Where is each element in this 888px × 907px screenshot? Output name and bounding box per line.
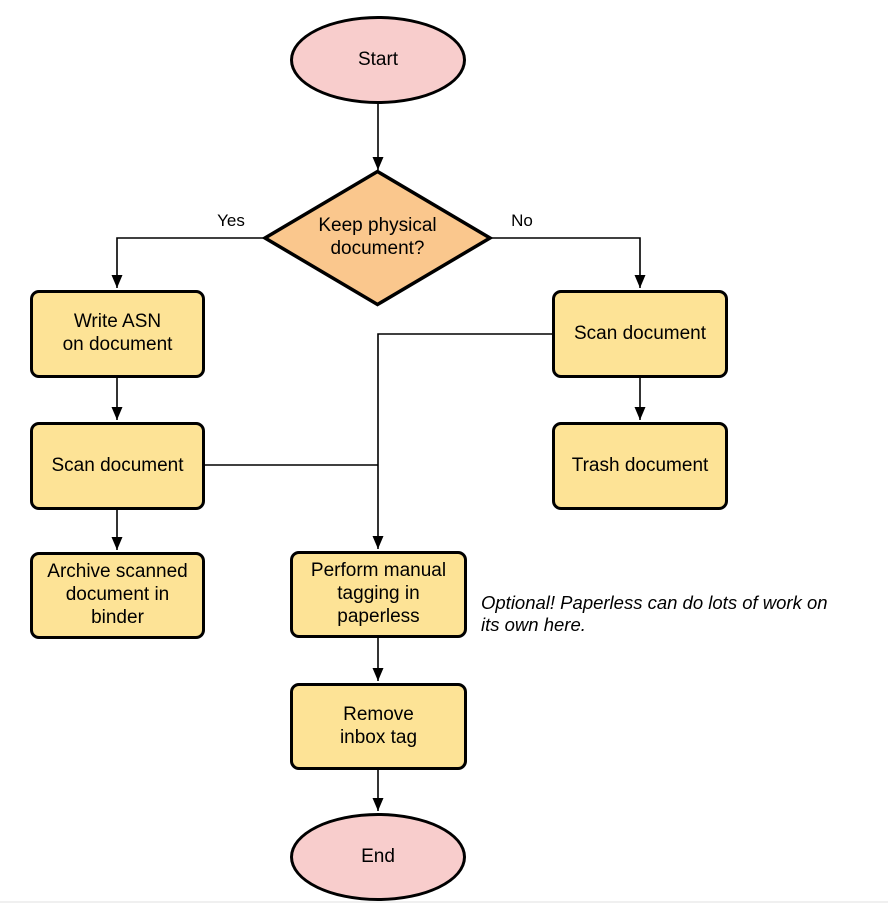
node-scan-document-right: Scan document xyxy=(552,290,728,378)
node-trash-document-label: Trash document xyxy=(571,454,709,476)
node-end: End xyxy=(290,813,466,901)
node-remove-inbox-tag: Remove inbox tag xyxy=(290,683,467,770)
node-scan-document-left-label: Scan document xyxy=(51,454,184,476)
node-decision-label: Keep physical document? xyxy=(318,215,437,259)
node-manual-tagging-label: Perform manual tagging in paperless xyxy=(310,560,447,627)
node-decision: Keep physical document? xyxy=(265,185,490,291)
node-write-asn-label: Write ASN on document xyxy=(62,311,173,355)
edge-label-no: No xyxy=(496,211,548,231)
edge-decision-scan-right-no xyxy=(490,237,646,288)
edge-scan-right-tagging xyxy=(372,333,552,549)
node-trash-document: Trash document xyxy=(552,422,728,510)
node-remove-inbox-tag-label: Remove inbox tag xyxy=(339,703,418,748)
node-scan-document-left: Scan document xyxy=(30,422,205,510)
node-archive-document-label: Archive scanned document in binder xyxy=(47,561,188,628)
node-archive-document: Archive scanned document in binder xyxy=(30,552,205,639)
node-write-asn: Write ASN on document xyxy=(30,290,205,378)
node-start-label: Start xyxy=(357,48,399,70)
node-decision-shape xyxy=(261,169,494,307)
annotation-optional-note: Optional! Paperless can do lots of work … xyxy=(481,592,828,635)
page-bottom-divider xyxy=(0,901,888,903)
edge-decision-write-asn-yes xyxy=(111,237,265,288)
node-scan-document-right-label: Scan document xyxy=(573,322,707,344)
node-end-label: End xyxy=(361,845,395,867)
node-manual-tagging: Perform manual tagging in paperless xyxy=(290,551,467,638)
edge-label-yes: Yes xyxy=(205,211,257,231)
node-start: Start xyxy=(290,16,466,104)
